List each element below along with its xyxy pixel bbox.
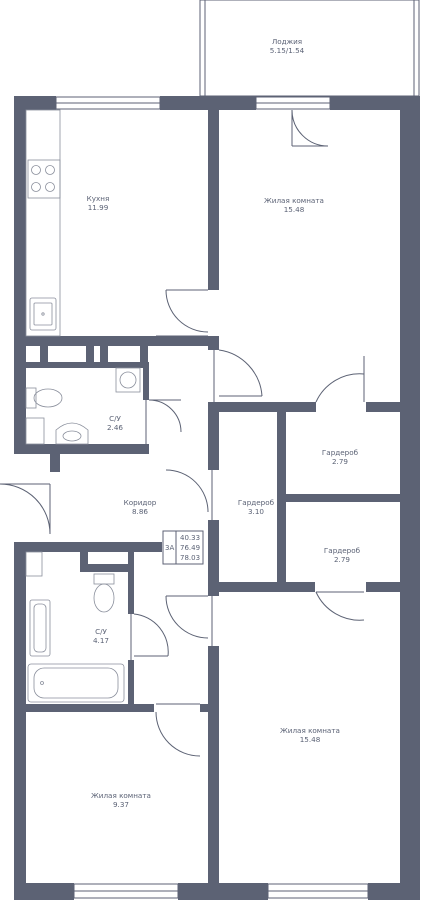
wall-kitchen-bottom-right — [150, 336, 210, 346]
apartment-type: 3А — [165, 544, 174, 552]
room-name-living3: Жилая комната — [91, 791, 151, 800]
vent-5 — [80, 552, 88, 572]
kitchen-sink — [29, 297, 57, 331]
room-name-wardrobe3: Гардероб — [324, 546, 361, 555]
wall-top-right — [330, 96, 420, 110]
wall-center-mid — [208, 402, 219, 470]
room-area-living1: 15.48 — [284, 205, 305, 214]
wall-center-upper — [208, 110, 219, 290]
wall-bath1-right-a — [143, 362, 149, 400]
room-labels: Лоджия 5.15/1.54 Кухня 11.99 Жилая комна… — [87, 37, 361, 809]
wall-kitchen-bottom-left — [14, 336, 154, 346]
wall-bath2-right-b — [128, 660, 134, 710]
room-name-wardrobe1: Гардероб — [238, 498, 275, 507]
vent-6 — [88, 564, 128, 572]
wall-center-stub — [208, 336, 219, 350]
wall-wardrobe1-right — [277, 412, 286, 592]
toilet-2 — [93, 573, 115, 585]
apartment-total-area-with-loggia: 78.03 — [180, 554, 200, 562]
wall-left-upper — [14, 96, 26, 454]
room-name-bath2: С/У — [95, 627, 107, 636]
wall-center-bottom — [208, 646, 219, 886]
windows — [55, 96, 369, 899]
wall-bath1-bottom — [14, 444, 149, 454]
wall-center-low — [208, 520, 219, 596]
room-area-wardrobe1: 3.10 — [248, 507, 264, 516]
room-area-bath2: 4.17 — [93, 636, 109, 645]
room-name-wardrobe2: Гардероб — [322, 448, 359, 457]
wall-bath2-bottom-a — [14, 704, 154, 712]
toilet-1 — [25, 387, 37, 409]
wall-bath1-top — [14, 362, 149, 368]
kitchen-counter — [25, 109, 61, 337]
stove — [27, 159, 61, 199]
wall-wardrobe3-bottom — [366, 582, 420, 592]
bathtub — [27, 663, 125, 703]
room-name-kitchen: Кухня — [87, 194, 110, 203]
bath1-fixtures — [25, 367, 141, 445]
cabinet — [25, 551, 43, 577]
wall-left-lower — [14, 542, 26, 886]
wall-living1-bottom-a — [208, 402, 316, 412]
room-area-living2: 15.48 — [300, 735, 321, 744]
wall-bottom-right — [368, 883, 420, 900]
wall-living1-bottom-b — [366, 402, 420, 412]
room-name-bath1: С/У — [109, 414, 121, 423]
vent-4 — [140, 346, 148, 366]
washing-machine — [115, 367, 141, 393]
doors — [0, 109, 365, 757]
room-name-living1: Жилая комната — [264, 196, 324, 205]
wall-bottom-mid — [178, 883, 268, 900]
wall-wardrobe2-bottom — [286, 494, 406, 502]
room-area-living3: 9.37 — [113, 800, 129, 809]
room-area-corridor: 8.86 — [132, 507, 148, 516]
room-name-corridor: Коридор — [124, 498, 157, 507]
wall-bath2-right-a — [128, 552, 134, 614]
wall-wardrobe1-bottom — [219, 582, 315, 592]
room-name-living2: Жилая комната — [280, 726, 340, 735]
room-name-loggia: Лоджия — [272, 37, 302, 46]
apartment-info-badge: 3А 40.33 76.49 78.03 — [162, 530, 204, 565]
vent-1 — [40, 346, 48, 362]
room-area-kitchen: 11.99 — [88, 203, 109, 212]
vent-2 — [86, 346, 94, 362]
room-area-wardrobe2: 2.79 — [332, 457, 348, 466]
vent-3 — [100, 346, 108, 362]
wall-right — [400, 96, 420, 886]
apartment-total-area: 76.49 — [180, 544, 200, 552]
room-area-bath1: 2.46 — [107, 423, 123, 432]
walls — [14, 96, 420, 900]
loggia-outline — [199, 0, 420, 97]
wall-corridor-nib — [50, 444, 60, 472]
bath2-fixtures — [25, 551, 125, 703]
wall-top-mid — [160, 96, 256, 110]
wall-bath2-top — [14, 542, 162, 552]
wall-bath2-bottom-b — [200, 704, 210, 712]
room-area-wardrobe3: 2.79 — [334, 555, 350, 564]
apartment-living-area: 40.33 — [180, 534, 200, 542]
washbasin-1 — [55, 422, 89, 445]
wall-bottom-left — [14, 883, 74, 900]
washbasin-2 — [29, 599, 51, 657]
shelf-1 — [25, 417, 45, 445]
room-area-loggia: 5.15/1.54 — [270, 46, 305, 55]
